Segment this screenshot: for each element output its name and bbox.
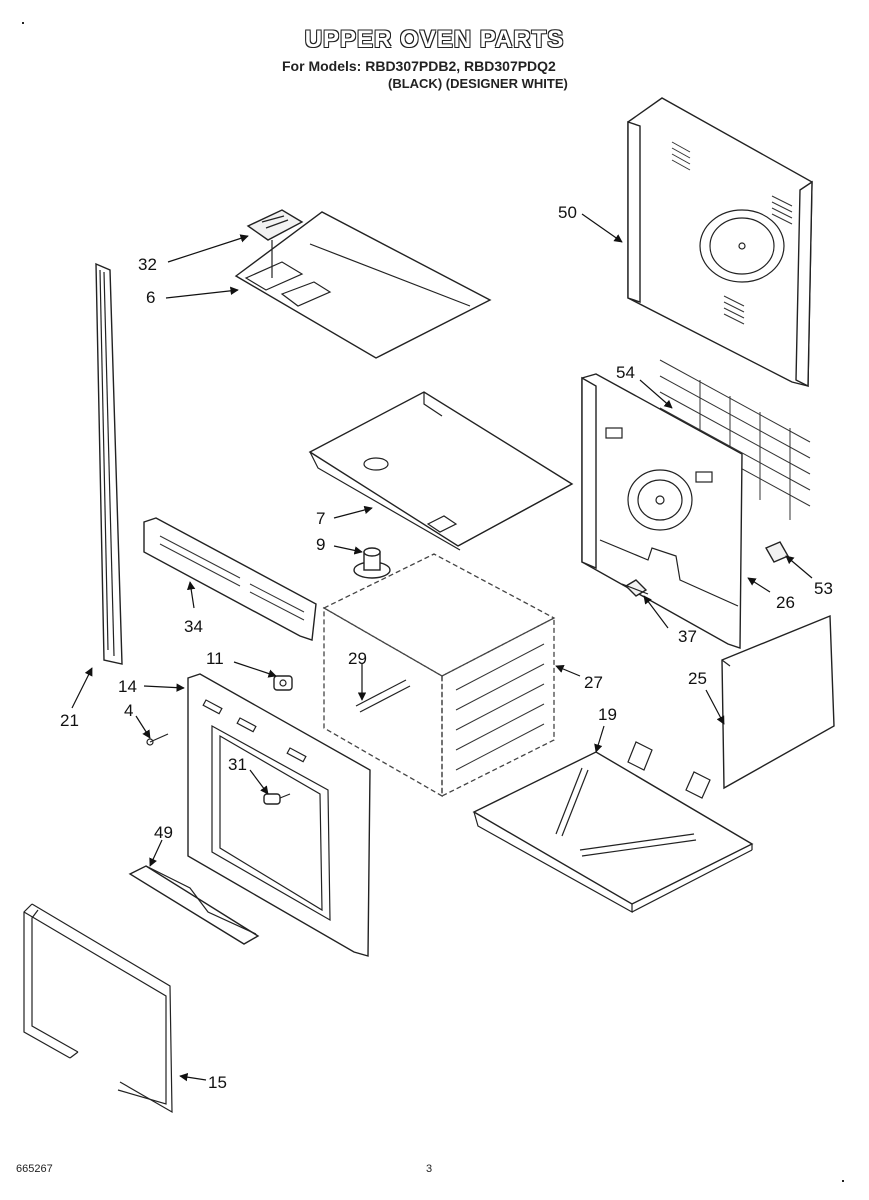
models-line: For Models: RBD307PDB2, RBD307PDQ2 (282, 58, 556, 74)
part-15-gasket[interactable] (23, 903, 173, 1114)
callout-29: 29 (348, 649, 367, 668)
part-37-sensor[interactable] (621, 579, 649, 597)
part-29-element[interactable] (355, 679, 411, 713)
part-25-side-panel[interactable] (721, 614, 835, 790)
callout-49: 49 (154, 823, 173, 842)
callout-6: 6 (146, 288, 155, 307)
callout-50: 50 (558, 203, 577, 222)
callout-11: 11 (206, 649, 224, 668)
colors-line: (BLACK) (DESIGNER WHITE) (388, 76, 568, 91)
callout-19: 19 (598, 705, 617, 724)
callout-37: 37 (678, 627, 697, 646)
page-number: 3 (426, 1163, 433, 1175)
callout-54: 54 (616, 363, 635, 382)
callout-34: 34 (184, 617, 203, 636)
corner-mark-top (22, 22, 24, 24)
corner-mark-bottom (842, 1180, 844, 1182)
part-6-top-panel[interactable] (234, 211, 492, 359)
leader-lines (71, 213, 813, 1082)
part-4-screw[interactable] (146, 733, 169, 746)
callout-26: 26 (776, 593, 795, 612)
part-21-side-trim[interactable] (95, 262, 123, 665)
part-26-fan-panel[interactable] (581, 373, 743, 649)
callout-32: 32 (138, 255, 157, 274)
part-9-fan-motor[interactable] (353, 547, 391, 579)
part-11-switch[interactable] (273, 675, 293, 691)
callout-15: 15 (208, 1073, 227, 1092)
part-19-bottom-panel[interactable] (472, 741, 754, 914)
part-50-rear-panel[interactable] (627, 97, 813, 388)
page-title: UPPER OVEN PARTS (304, 26, 565, 53)
callout-4: 4 (124, 701, 133, 720)
callout-27: 27 (584, 673, 603, 692)
callout-9: 9 (316, 535, 325, 554)
part-32-plate[interactable] (246, 209, 304, 241)
callout-7: 7 (316, 509, 325, 528)
part-53-bracket[interactable] (765, 541, 789, 563)
part-27-oven-cavity[interactable] (322, 553, 556, 798)
callout-53: 53 (814, 579, 833, 598)
callout-31: 31 (228, 755, 247, 774)
document-number: 665267 (16, 1163, 53, 1175)
callout-labels: 50 32 6 54 7 9 53 26 34 37 11 29 27 25 1… (60, 203, 833, 1092)
callout-21: 21 (60, 711, 79, 730)
part-34-control-panel[interactable] (143, 517, 317, 641)
part-7-cover-plate[interactable] (308, 391, 574, 551)
callout-25: 25 (688, 669, 707, 688)
callout-14: 14 (118, 677, 137, 696)
part-14-front-frame[interactable] (187, 673, 371, 957)
part-31-light-socket[interactable] (263, 793, 291, 805)
part-49-trim[interactable] (128, 865, 260, 945)
